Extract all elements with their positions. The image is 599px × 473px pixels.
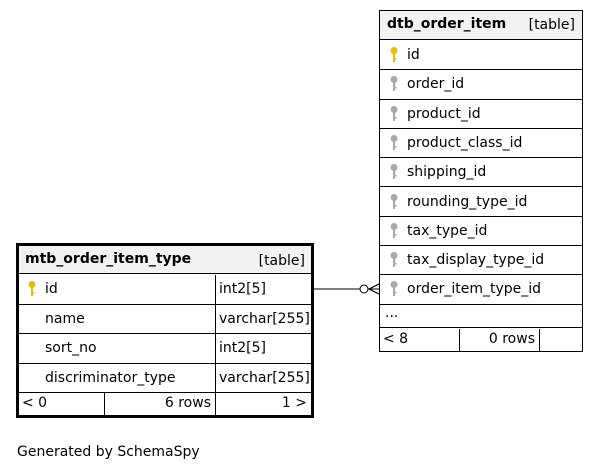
table-name: dtb_order_item [387,16,507,32]
primary-key-icon [390,47,398,62]
footer-rows-text: 6 rows [164,395,211,411]
column-name: rounding_type_id [407,193,528,210]
table-name: mtb_order_item_type [25,251,192,267]
footer-rows: 0 rows [460,329,540,351]
column-name: order_id [407,76,465,93]
column-row: tax_type_id [380,217,582,247]
table-kind: [table] [258,253,305,269]
column-name: sort_no [45,340,97,356]
column-name: discriminator_type [45,369,176,386]
footer-rows: 6 rows [105,393,216,415]
table-header: mtb_order_item_type [table] [19,246,311,274]
primary-key-icon [28,281,36,296]
column-name-cell: id [19,275,216,304]
footer-children-text: 1 > [281,395,307,411]
column-name-cell: name [19,304,216,333]
footer-children: 1 > [216,393,311,415]
column-row: order_item_type_id [380,275,582,305]
column-type: varchar[255] [219,310,310,327]
column-name: id [45,281,58,297]
foreign-key-icon [390,105,398,121]
column-type: varchar[255] [219,369,310,386]
column-name: product_id [407,105,481,122]
footer-parents: < 0 [19,393,105,415]
foreign-key-icon [390,222,398,238]
column-name: product_class_id [407,134,523,151]
foreign-key-icon [390,76,398,92]
column-row: sort_no int2[5] [19,334,311,364]
column-row: name varchar[255] [19,304,311,334]
column-row: shipping_id [380,158,582,188]
column-name: tax_display_type_id [407,252,545,269]
more-columns-row: ... [380,304,582,328]
column-name: shipping_id [407,164,487,181]
footer-rows-text: 0 rows [488,331,535,347]
more-columns-ellipsis: ... [385,305,399,321]
foreign-key-icon [390,281,398,297]
zero-cardinality-marker [359,284,369,294]
foreign-key-icon [390,164,398,180]
foreign-key-icon [390,252,398,268]
column-row: order_id [380,70,582,100]
column-row: product_class_id [380,129,582,159]
generator-credit: Generated by SchemaSpy [17,444,200,460]
column-name: tax_type_id [407,222,488,239]
column-row: rounding_type_id [380,188,582,217]
column-name: id [407,47,420,63]
footer-parents: < 8 [380,329,460,351]
column-row: discriminator_type varchar[255] [19,363,311,393]
foreign-key-icon [390,134,398,150]
column-name-cell: discriminator_type [19,363,216,392]
table-mtb-order-item-type: mtb_order_item_type [table] id int2[5] nam… [16,243,314,418]
crowfoot-many-marker [367,283,380,295]
footer-parents-text: < 8 [383,331,409,347]
table-header: dtb_order_item [table] [380,11,582,40]
column-name: order_item_type_id [407,281,542,298]
column-name-cell: sort_no [19,334,216,363]
column-name: name [45,310,85,327]
column-row: id int2[5] [19,275,311,305]
foreign-key-icon [390,193,398,209]
column-type: int2[5] [219,340,266,356]
column-row: tax_display_type_id [380,246,582,276]
table-kind: [table] [528,17,575,33]
column-row: id [380,41,582,71]
footer-parents-text: < 0 [22,395,48,411]
column-row: product_id [380,100,582,129]
column-type: int2[5] [219,281,266,297]
